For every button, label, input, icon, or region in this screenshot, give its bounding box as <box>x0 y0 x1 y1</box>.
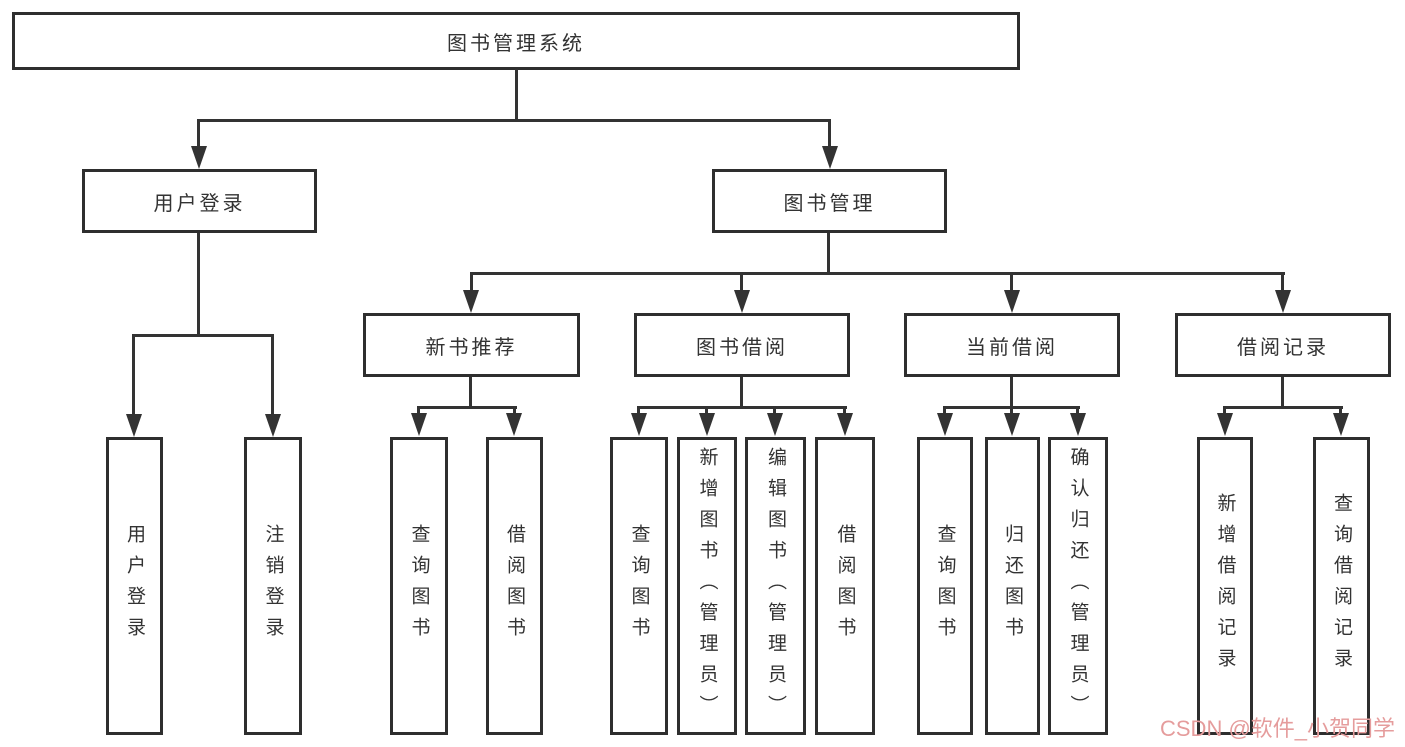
connector-root-vline <box>515 69 518 122</box>
node-current-borrowing: 当前借阅 <box>904 313 1120 377</box>
node-root: 图书管理系统 <box>12 12 1020 70</box>
leaf-recommend-borrow-books-label: 借阅图书 <box>504 524 525 648</box>
leaf-records-query-record: 查询借阅记录 <box>1313 437 1370 735</box>
leaf-logout: 注销登录 <box>244 437 302 735</box>
connector-userlogin-stem-2 <box>271 334 274 416</box>
connector-borrow-stem-1 <box>637 406 640 416</box>
node-book-management-label: 图书管理 <box>783 192 876 215</box>
connector-borrow-stem-3 <box>773 406 776 416</box>
node-user-login: 用户登录 <box>82 169 317 233</box>
leaf-borrowing-edit-books-admin: 编辑图书（管理员） <box>745 437 806 735</box>
connector-borrow-stem-2 <box>705 406 708 416</box>
connector-bookmgmt-stem-2 <box>740 272 743 294</box>
leaf-current-confirm-return-admin-label: 确认归还（管理员） <box>1067 446 1089 726</box>
arrow-down-icon <box>837 413 853 436</box>
arrow-down-icon <box>265 414 281 437</box>
connector-current-vline <box>1010 377 1013 409</box>
connector-newrec-stem-2 <box>513 406 516 416</box>
node-new-book-recommend: 新书推荐 <box>363 313 580 377</box>
arrow-down-icon <box>1004 413 1020 436</box>
csdn-watermark: CSDN @软件_小贺同学 <box>1160 716 1396 741</box>
leaf-current-return-books-label: 归还图书 <box>1002 524 1023 648</box>
arrow-down-icon <box>1275 290 1291 313</box>
node-user-login-label: 用户登录 <box>153 192 246 215</box>
leaf-borrowing-add-books-admin-label: 新增图书（管理员） <box>696 446 718 726</box>
leaf-borrowing-add-books-admin: 新增图书（管理员） <box>677 437 737 735</box>
arrow-down-icon <box>1070 413 1086 436</box>
connector-bookmgmt-stem-1 <box>470 272 473 294</box>
leaf-current-return-books: 归还图书 <box>985 437 1040 735</box>
leaf-current-query-books-label: 查询图书 <box>934 524 956 648</box>
connector-root-hline <box>197 119 831 122</box>
arrow-down-icon <box>463 290 479 313</box>
connector-records-vline <box>1281 377 1284 409</box>
arrow-down-icon <box>1333 413 1349 436</box>
connector-current-stem-1 <box>943 406 946 416</box>
node-book-borrowing-label: 图书借阅 <box>696 336 788 359</box>
arrow-down-icon <box>506 413 522 436</box>
leaf-borrowing-borrow-books: 借阅图书 <box>815 437 875 735</box>
node-current-borrowing-label: 当前借阅 <box>966 336 1058 359</box>
leaf-current-confirm-return-admin: 确认归还（管理员） <box>1048 437 1108 735</box>
arrow-down-icon <box>126 414 142 437</box>
arrow-down-icon <box>822 146 838 169</box>
connector-current-stem-3 <box>1076 406 1079 416</box>
leaf-records-query-record-label: 查询借阅记录 <box>1331 493 1352 679</box>
leaf-current-query-books: 查询图书 <box>917 437 973 735</box>
leaf-user-login-label: 用户登录 <box>124 524 145 648</box>
node-book-management: 图书管理 <box>712 169 947 233</box>
connector-bookmgmt-stem-4 <box>1281 272 1284 294</box>
leaf-logout-label: 注销登录 <box>262 524 284 648</box>
leaf-borrowing-query-books-label: 查询图书 <box>628 524 650 648</box>
connector-userlogin-hline <box>132 334 274 337</box>
connector-newrec-hline <box>417 406 517 409</box>
node-borrowing-records: 借阅记录 <box>1175 313 1391 377</box>
connector-records-stem-1 <box>1223 406 1226 416</box>
leaf-records-add-record: 新增借阅记录 <box>1197 437 1253 735</box>
arrow-down-icon <box>1217 413 1233 436</box>
node-new-book-recommend-label: 新书推荐 <box>425 336 518 359</box>
arrow-down-icon <box>411 413 427 436</box>
arrow-down-icon <box>631 413 647 436</box>
connector-root-stem-right <box>828 119 831 149</box>
connector-bookmgmt-stem-3 <box>1010 272 1013 294</box>
leaf-borrowing-edit-books-admin-label: 编辑图书（管理员） <box>765 446 786 726</box>
leaf-records-add-record-label: 新增借阅记录 <box>1214 493 1236 679</box>
arrow-down-icon <box>767 413 783 436</box>
node-book-borrowing: 图书借阅 <box>634 313 850 377</box>
leaf-recommend-query-books: 查询图书 <box>390 437 448 735</box>
connector-root-stem-left <box>197 119 200 149</box>
node-borrowing-records-label: 借阅记录 <box>1237 336 1329 359</box>
connector-bookmgmt-hline <box>470 272 1285 275</box>
arrow-down-icon <box>191 146 207 169</box>
leaf-borrowing-query-books: 查询图书 <box>610 437 668 735</box>
leaf-user-login: 用户登录 <box>106 437 163 735</box>
arrow-down-icon <box>1004 290 1020 313</box>
connector-bookmgmt-vline <box>827 233 830 275</box>
leaf-recommend-borrow-books: 借阅图书 <box>486 437 543 735</box>
connector-newrec-vline <box>469 377 472 409</box>
leaf-recommend-query-books-label: 查询图书 <box>408 524 430 648</box>
connector-records-stem-2 <box>1339 406 1342 416</box>
connector-newrec-stem-1 <box>417 406 420 416</box>
connector-userlogin-vline <box>197 233 200 337</box>
leaf-borrowing-borrow-books-label: 借阅图书 <box>834 524 856 648</box>
node-root-label: 图书管理系统 <box>447 32 585 55</box>
arrow-down-icon <box>734 290 750 313</box>
arrow-down-icon <box>699 413 715 436</box>
connector-borrow-vline <box>740 377 743 409</box>
connector-borrow-stem-4 <box>843 406 846 416</box>
connector-records-hline <box>1223 406 1343 409</box>
connector-borrow-hline <box>637 406 847 409</box>
connector-current-stem-2 <box>1010 406 1013 416</box>
arrow-down-icon <box>937 413 953 436</box>
connector-userlogin-stem-1 <box>132 334 135 416</box>
